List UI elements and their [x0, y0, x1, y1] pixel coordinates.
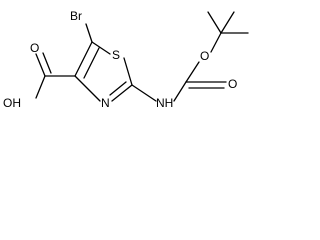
- nitrogen-atom-label: N: [101, 96, 110, 110]
- c5-c4-bond: [74, 41, 93, 77]
- carboxyl-c-o-bond: [35, 53, 46, 77]
- tbutyl-methyl-upper-right-bond: [220, 11, 235, 34]
- c2-n-double-bond-inner: [109, 81, 127, 96]
- carboxyl-oxygen-label: O: [30, 41, 39, 55]
- c2-n-bond: [111, 84, 133, 102]
- carboxyl-c-oh-bond: [35, 75, 46, 99]
- hydroxyl-atom-label: OH: [3, 96, 21, 110]
- chemical-structure-diagram: Br S N NH O OH O O: [3, 9, 249, 110]
- boc-amino-group: [131, 11, 249, 102]
- carbonyl-c-ester-o-bond: [185, 61, 200, 83]
- thiazole-ring: [74, 41, 133, 102]
- carboxylic-acid-group: [35, 52, 76, 99]
- c2-nh-bond: [131, 84, 157, 102]
- nh-atom-label: NH: [156, 96, 173, 110]
- tbutyl-methyl-upper-left-bond: [207, 11, 222, 34]
- ester-oxygen-label: O: [200, 49, 209, 63]
- n-c4-bond: [74, 75, 101, 102]
- carbonyl-oxygen-label: O: [228, 77, 237, 91]
- c5-br-bond: [85, 23, 93, 43]
- carboxyl-c-o-double-bond-inner: [42, 52, 52, 74]
- nh-carbonyl-bond: [173, 81, 187, 102]
- ester-o-tbutyl-bond: [210, 32, 222, 53]
- sulfur-atom-label: S: [112, 48, 120, 62]
- bromine-atom-label: Br: [70, 9, 82, 23]
- c5-c4-double-bond-inner: [83, 47, 100, 79]
- s-c2-bond: [123, 57, 133, 86]
- c5-s-bond: [91, 41, 111, 55]
